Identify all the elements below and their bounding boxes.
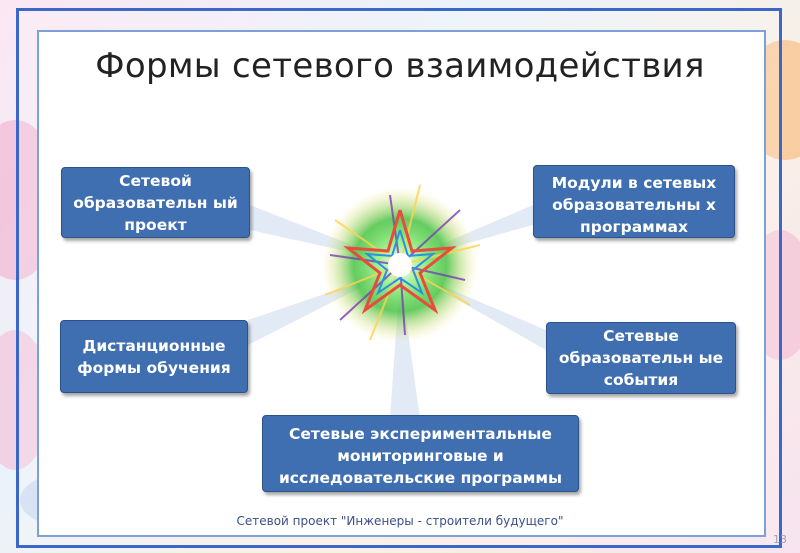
node-label: Сетевые экспериментальные мониторинговые… (278, 424, 563, 487)
node-modules-in-network-programs: Модули в сетевых образовательны х програ… (533, 165, 735, 238)
page-number: 13 (773, 533, 787, 546)
starburst-graphic (322, 184, 481, 343)
node-label: Модули в сетевых образовательны х програ… (551, 173, 717, 236)
node-network-educational-events: Сетевые образовательн ые события (546, 322, 736, 394)
slide-footer: Сетевой проект "Инженеры - строители буд… (236, 514, 564, 528)
node-label: Дистанционные формы обучения (77, 336, 231, 377)
slide-title: Формы сетевого взаимодействия (95, 46, 705, 86)
node-experimental-programs: Сетевые экспериментальные мониторинговые… (262, 415, 579, 492)
node-network-educational-project: Сетевой образовательн ый проект (61, 167, 250, 238)
node-label: Сетевые образовательн ые события (558, 327, 724, 389)
node-label: Сетевой образовательн ый проект (73, 171, 238, 234)
node-distance-learning: Дистанционные формы обучения (60, 320, 248, 393)
